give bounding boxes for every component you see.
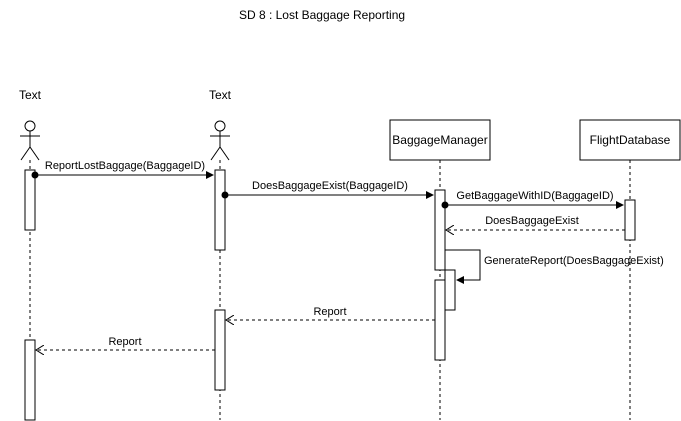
message-2-label: DoesBaggageExist(BaggageID) xyxy=(252,180,408,192)
message-7-label: Report xyxy=(108,336,141,348)
baggage-manager-activation-1 xyxy=(434,189,446,271)
flight-database-label: FlightDatabase xyxy=(590,133,671,147)
diagram-title: SD 8 : Lost Baggage Reporting xyxy=(239,8,405,22)
message-1: ReportLostBaggage(BaggageID) xyxy=(31,160,214,179)
message-6: Report xyxy=(226,306,435,320)
actor-1-label: Text xyxy=(19,88,42,102)
message-7: Report xyxy=(36,336,215,350)
actor-1-activation-2 xyxy=(24,339,36,421)
message-2: DoesBaggageExist(BaggageID) xyxy=(221,180,434,199)
baggage-manager-self-activation xyxy=(444,269,456,311)
baggage-manager-box xyxy=(389,119,491,161)
flight-database-box xyxy=(579,119,681,161)
lifeline-actor-1: Text xyxy=(19,88,42,421)
message-3-label: GetBaggageWithID(BaggageID) xyxy=(456,190,613,202)
message-3: GetBaggageWithID(BaggageID) xyxy=(441,190,624,209)
lifeline-actor-2: Text xyxy=(209,88,232,420)
baggage-manager-label: BaggageManager xyxy=(392,133,487,147)
lifeline-baggage-manager: BaggageManager xyxy=(389,119,491,420)
message-6-label: Report xyxy=(313,306,346,318)
message-4-label: DoesBaggageExist xyxy=(485,215,579,227)
message-5: GenerateReport(DoesBaggageExist) xyxy=(445,249,664,284)
actor-1-stick-figure-icon xyxy=(20,120,40,161)
message-4: DoesBaggageExist xyxy=(446,215,625,230)
actor-2-activation-2 xyxy=(214,309,226,391)
actor-2-label: Text xyxy=(209,88,232,102)
message-1-label: ReportLostBaggage(BaggageID) xyxy=(45,160,205,172)
lifeline-flight-database: FlightDatabase xyxy=(579,119,681,420)
actor-1-activation-1 xyxy=(24,169,36,231)
message-5-label: GenerateReport(DoesBaggageExist) xyxy=(484,255,664,267)
flight-database-activation xyxy=(624,199,636,241)
baggage-manager-activation-2 xyxy=(434,279,446,361)
actor-2-activation-1 xyxy=(214,169,226,251)
actor-2-stick-figure-icon xyxy=(210,120,230,161)
